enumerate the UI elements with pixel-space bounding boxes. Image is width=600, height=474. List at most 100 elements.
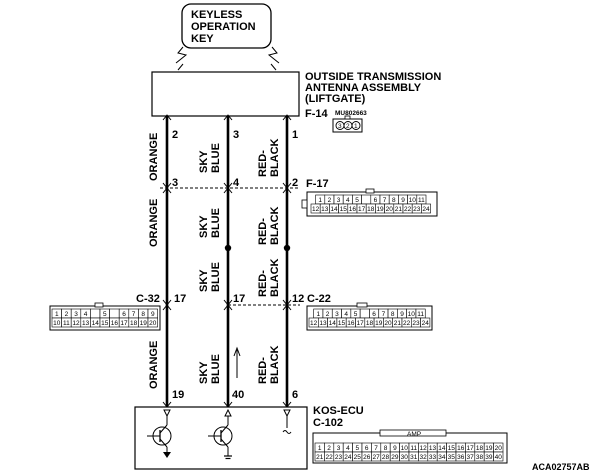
f17-pin-label: 14	[330, 206, 338, 213]
wave-icon-right-arrow	[270, 63, 277, 71]
c32-pin-label: 15	[101, 320, 109, 327]
c102-pin-label: 38	[476, 454, 484, 461]
c102-pin-label: 11	[410, 445, 417, 452]
c102-pin-label: 33	[429, 454, 437, 461]
c102-pin-label: 7	[374, 445, 378, 452]
f17-pin-label: 9	[401, 197, 405, 204]
c22-pin-label: 5	[354, 311, 358, 318]
wire-color-label: SKY	[198, 361, 210, 384]
c102-pin-label: 39	[485, 454, 493, 461]
pin-number: 2	[292, 177, 298, 189]
pin-number: 4	[233, 177, 240, 189]
antenna-connector-label: F-14	[305, 108, 329, 120]
antenna-label-3: (LIFTGATE)	[305, 93, 366, 105]
c22-pin-label: 11	[417, 311, 424, 318]
pin-number: 6	[292, 389, 298, 401]
c32-pin-label: 2	[65, 311, 69, 318]
c102-pin-label: 4	[346, 445, 350, 452]
c22-pin-label: 9	[400, 311, 404, 318]
c32-pin-label: 20	[149, 320, 157, 327]
antenna-assembly-box	[151, 71, 300, 117]
f17-pin-label: 2	[328, 197, 332, 204]
f14-pin-label: 2	[346, 123, 350, 130]
c22-pin-label: 1	[316, 311, 320, 318]
c102-pin-label: 8	[384, 445, 388, 452]
ecu-terminals	[163, 408, 292, 434]
c22-pin-label: 17	[357, 320, 365, 327]
antenna-label-1: OUTSIDE TRANSMISSION	[305, 71, 441, 83]
pin-number: 12	[292, 293, 304, 305]
pin-number: 17	[174, 293, 186, 305]
c32-pin-label: 3	[74, 311, 78, 318]
c22-pin-label: 15	[338, 320, 346, 327]
c32-pin-cell	[147, 317, 158, 328]
wire-color-label: RED-	[257, 357, 269, 384]
c102-pin-label: 31	[410, 454, 418, 461]
f17-pin-label: 16	[349, 206, 357, 213]
c102-pin-label: 12	[419, 445, 427, 452]
pin-number: 2	[172, 129, 178, 141]
c102-pin-label: 19	[485, 445, 493, 452]
c32-pin-label: 18	[130, 320, 138, 327]
wire-color-label: SKY	[198, 215, 210, 238]
c102-pin-label: 9	[393, 445, 397, 452]
c22-pin-cell	[420, 317, 431, 328]
c32-pin-label: 17	[120, 320, 128, 327]
c102-pin-label: 27	[372, 454, 380, 461]
c102-pin-label: 28	[382, 454, 390, 461]
c22-pin-label: 4	[344, 311, 348, 318]
c22-pin-label: 12	[310, 320, 318, 327]
f17-pin-label: 11	[418, 197, 425, 204]
f14-pin-label: 1	[354, 123, 358, 130]
c102-pin-label: 29	[391, 454, 399, 461]
f17-pin-label: 17	[358, 206, 366, 213]
c102-pin-label: 13	[429, 445, 437, 452]
wire-color-label: ORANGE	[148, 199, 160, 247]
f17-pin-label: 19	[376, 206, 384, 213]
c22-pin-label: 3	[335, 311, 339, 318]
c32-pin-label: 14	[92, 320, 100, 327]
c22-pin-label: 23	[412, 320, 420, 327]
c32-pin-cell	[109, 308, 120, 319]
f17-pin-label: 1	[318, 197, 322, 204]
transistor-icon	[147, 424, 172, 458]
c22-pin-label: 24	[422, 320, 430, 327]
c102-pin-cell	[493, 451, 504, 462]
ecu-amp-mark: AMP	[407, 431, 421, 438]
c32-pin-label: 5	[103, 311, 107, 318]
f17-pin-label: 18	[367, 206, 375, 213]
keyless-key-label-1: KEYLESS	[191, 9, 242, 21]
c32-pin-label: 4	[84, 311, 88, 318]
c32-pin-label: 7	[132, 311, 136, 318]
c22-pin-label: 6	[372, 311, 376, 318]
c102-pin-label: 14	[438, 445, 446, 452]
wire-color-label: BLACK	[269, 345, 281, 384]
connector-label-f17: F-17	[306, 178, 329, 190]
c22-pin-label: 13	[319, 320, 327, 327]
antenna-part-number: MU802663	[335, 110, 367, 117]
f17-pin-label: 21	[395, 206, 403, 213]
f14-pin-ring	[351, 121, 361, 130]
f17-pin-label: 7	[383, 197, 387, 204]
figure-code: ACA02757AB	[532, 462, 590, 472]
wire-color-label: ORANGE	[148, 133, 160, 181]
f14-pin-label: 3	[338, 123, 342, 130]
f17-pin-label: 15	[340, 206, 348, 213]
c102-pin-label: 36	[457, 454, 465, 461]
f17-pin-label: 13	[321, 206, 329, 213]
pin-number: 19	[172, 389, 184, 401]
wire-color-label: RED-	[257, 150, 269, 177]
c102-pin-label: 1	[318, 445, 322, 452]
c102-pin-label: 40	[495, 454, 503, 461]
wire-color-label: BLUE	[210, 262, 222, 292]
c32-pin-label: 16	[111, 320, 119, 327]
f17-pin-cell	[421, 203, 431, 214]
c102-pin-label: 17	[466, 445, 474, 452]
c102-pin-label: 26	[363, 454, 371, 461]
c32-pin-label: 10	[53, 320, 61, 327]
signal-arrowhead-icon	[233, 346, 241, 357]
c102-pin-label: 10	[401, 445, 409, 452]
